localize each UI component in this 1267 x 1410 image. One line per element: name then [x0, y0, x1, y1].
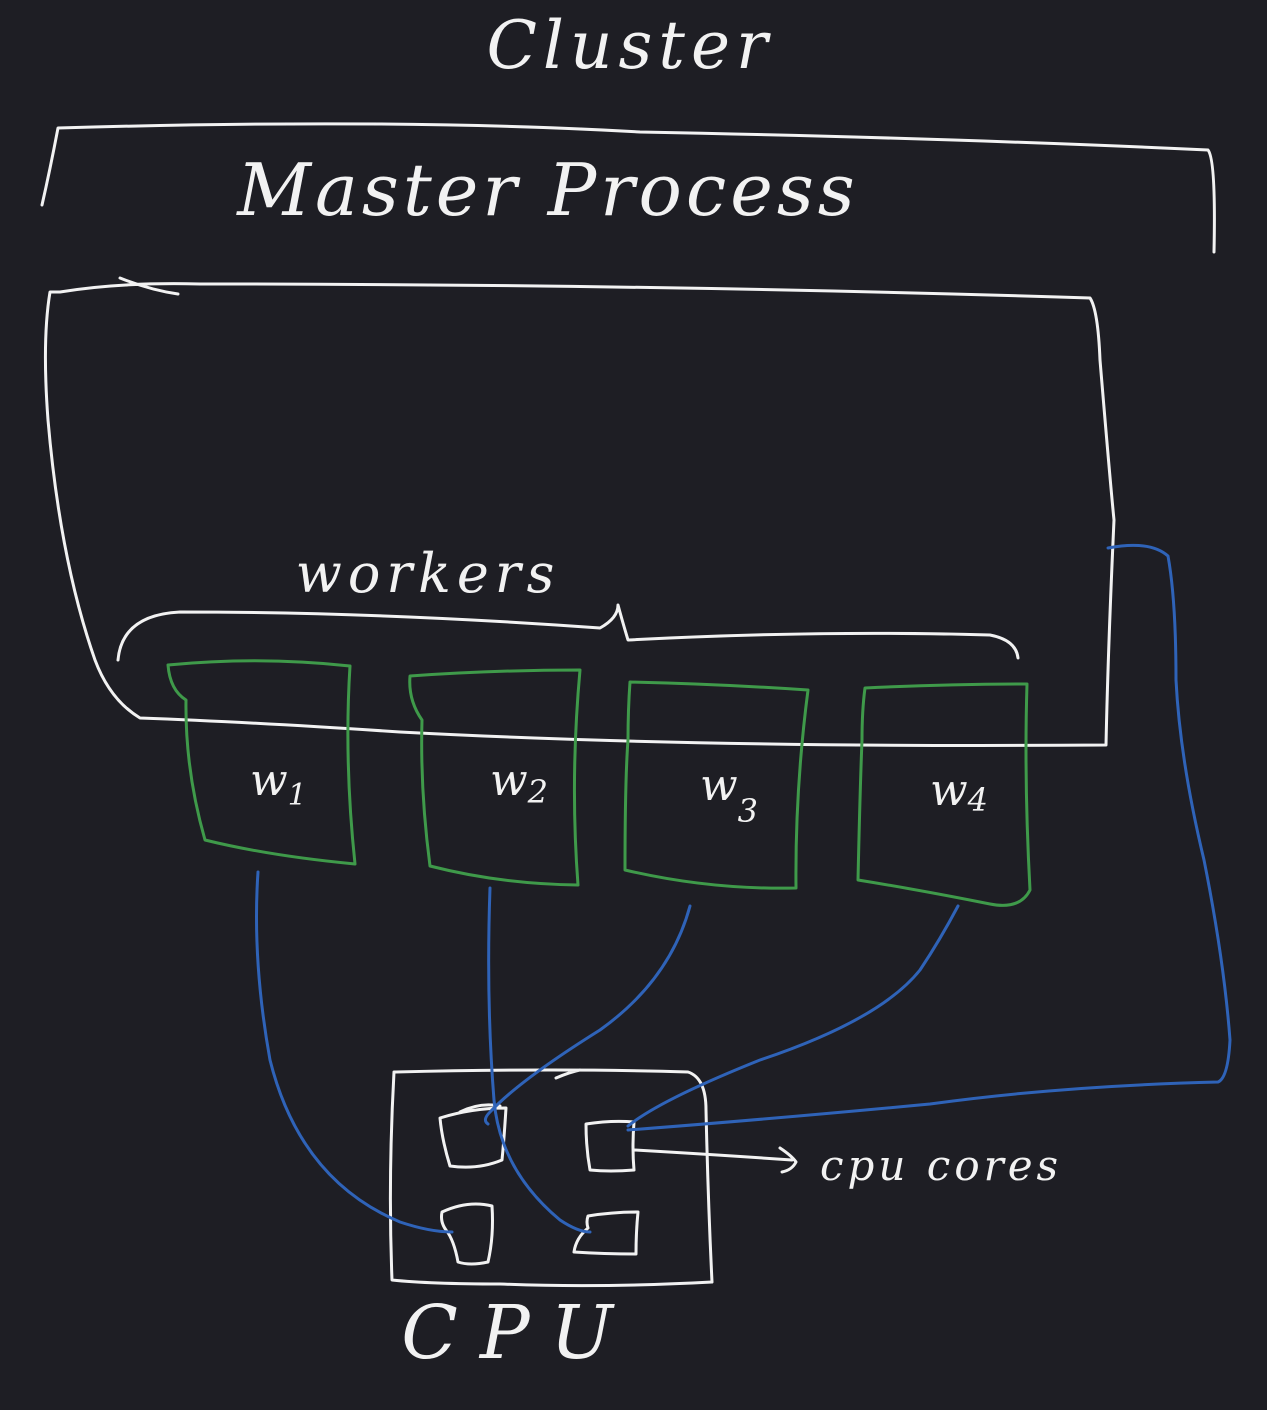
cpu-cores-label: cpu cores: [820, 1141, 1062, 1190]
cpu-box: [388, 1068, 714, 1288]
cpu-core-4: [572, 1210, 640, 1256]
cluster-title: Cluster: [486, 7, 773, 84]
worker-label-1: w1: [250, 755, 307, 813]
workers-brace: [116, 603, 1020, 662]
worker-box-3: [623, 680, 810, 890]
connector-w3: [483, 904, 692, 1126]
connector-w1: [255, 870, 454, 1234]
cpu-core-2: [584, 1119, 636, 1173]
cluster-bracket: [40, 122, 1216, 254]
workers-label: workers: [296, 542, 561, 605]
cores-arrow: [632, 1146, 798, 1174]
connector-w4: [626, 904, 960, 1128]
connector-w2: [487, 886, 592, 1234]
cpu-label: CPU: [401, 1290, 634, 1376]
worker-box-2: [408, 668, 582, 887]
master-process-box: [43, 276, 1116, 747]
worker-label-3: w3: [700, 760, 758, 830]
worker-box-4: [856, 682, 1032, 907]
worker-label-4: w4: [930, 765, 988, 819]
connector-master: [626, 543, 1232, 1132]
worker-box-1: [166, 659, 357, 866]
worker-label-2: w2: [490, 755, 548, 811]
master-process-label: Master Process: [235, 148, 859, 232]
cpu-core-3: [440, 1202, 494, 1266]
